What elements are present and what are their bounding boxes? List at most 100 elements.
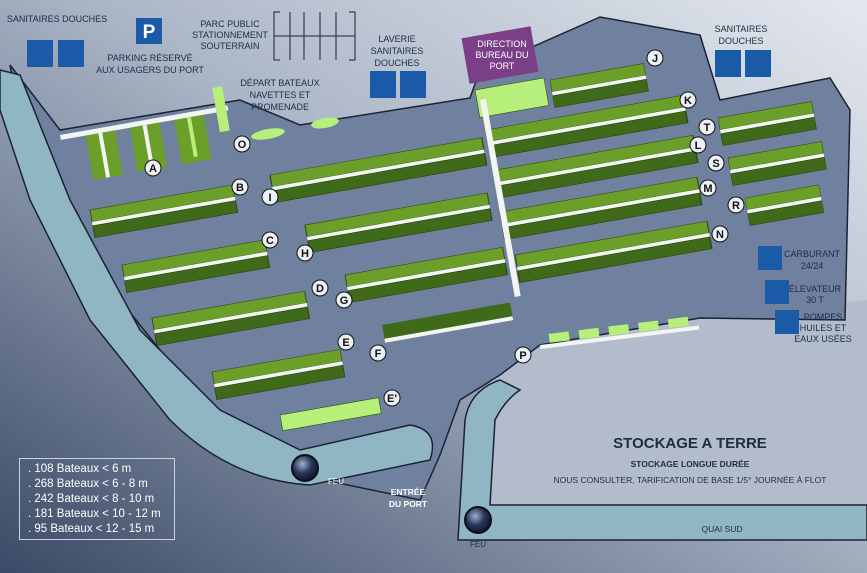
parking-reserve: P PARKING RÉSERVÉ AUX USAGERS DU PORT — [96, 18, 204, 75]
parking-icon — [136, 18, 162, 44]
svg-text:PARKING RÉSERVÉ: PARKING RÉSERVÉ — [107, 53, 192, 63]
svg-text:B: B — [236, 182, 244, 194]
svg-text:P: P — [519, 350, 526, 362]
svg-text:STATIONNEMENT: STATIONNEMENT — [192, 30, 268, 40]
svg-text:AUX USAGERS DU PORT: AUX USAGERS DU PORT — [96, 65, 204, 75]
pontoon-label-e-prime: E' — [383, 389, 401, 407]
svg-text:24/24: 24/24 — [801, 261, 824, 271]
quai-sud-label: QUAI SUD — [701, 524, 742, 534]
shower-icon — [400, 71, 426, 98]
elevateur: ÉLEVATEUR 30 T — [765, 280, 842, 305]
svg-text:E: E — [342, 337, 349, 349]
legend-item: . 268 Bateaux < 6 - 8 m — [28, 478, 148, 490]
svg-text:A: A — [149, 163, 157, 175]
toilets-icon — [370, 71, 396, 98]
svg-text:F: F — [375, 348, 382, 360]
pontoon-label-f: F — [369, 344, 387, 362]
svg-text:SANITAIRES DOUCHES: SANITAIRES DOUCHES — [7, 14, 107, 24]
svg-text:DIRECTION: DIRECTION — [477, 39, 527, 49]
svg-text:K: K — [684, 95, 692, 107]
svg-text:DÉPART BATEAUX: DÉPART BATEAUX — [240, 78, 319, 88]
svg-text:O: O — [238, 139, 247, 151]
breakwater-channel-right — [457, 379, 867, 541]
capacity-legend: . 108 Bateaux < 6 m . 268 Bateaux < 6 - … — [19, 458, 175, 540]
svg-text:EAUX USÉES: EAUX USÉES — [794, 334, 852, 344]
svg-text:CARBURANT: CARBURANT — [784, 249, 841, 259]
pontoon-label-n: N — [711, 225, 729, 243]
pontoon-label-i: I — [261, 188, 279, 206]
pontoon-label-a: A — [144, 159, 162, 177]
parking-garage-icon — [273, 11, 356, 61]
svg-text:L: L — [695, 140, 702, 152]
pontoon-label-o: O — [233, 135, 251, 153]
svg-text:ÉLEVATEUR: ÉLEVATEUR — [789, 284, 842, 294]
pontoon-label-m: M — [699, 179, 717, 197]
feu-left-icon — [291, 454, 319, 482]
shower-icon — [745, 50, 771, 77]
svg-text:I: I — [268, 192, 271, 204]
pontoon-label-p: P — [514, 346, 532, 364]
pontoon-label-k: K — [679, 91, 697, 109]
svg-text:J: J — [652, 53, 658, 65]
entree-line1: ENTRÉE — [391, 487, 426, 497]
storage-subtitle: STOCKAGE LONGUE DURÉE — [631, 459, 750, 469]
sanitaires-right: SANITAIRES DOUCHES — [715, 24, 771, 77]
legend-item: . 242 Bateaux < 8 - 10 m — [28, 493, 155, 505]
svg-text:PARC PUBLIC: PARC PUBLIC — [200, 19, 260, 29]
legend-item: . 181 Bateaux < 10 - 12 m — [28, 508, 161, 520]
svg-text:T: T — [704, 122, 711, 134]
legend-item: . 108 Bateaux < 6 m — [28, 463, 132, 475]
svg-text:R: R — [732, 200, 740, 212]
svg-text:SANITAIRES: SANITAIRES — [371, 46, 424, 56]
svg-text:30 T: 30 T — [806, 295, 824, 305]
toilets-icon — [715, 50, 741, 77]
parc-public: PARC PUBLIC STATIONNEMENT SOUTERRAIN — [192, 11, 356, 61]
legend-item: . 95 Bateaux < 12 - 15 m — [28, 523, 155, 535]
storage-note: NOUS CONSULTER, TARIFICATION DE BASE 1/5… — [554, 475, 827, 485]
shower-icon — [58, 40, 84, 67]
sanitaires-left: SANITAIRES DOUCHES — [7, 14, 107, 67]
svg-text:P: P — [143, 22, 156, 43]
pontoon-label-h: H — [296, 244, 314, 262]
pontoon-label-b: B — [231, 178, 249, 196]
feu-right-label: FEU — [470, 540, 486, 549]
svg-text:H: H — [301, 248, 309, 260]
svg-text:C: C — [266, 235, 274, 247]
svg-text:POMPES: POMPES — [804, 312, 843, 322]
svg-text:S: S — [712, 158, 719, 170]
pompes: POMPES HUILES ET EAUX USÉES — [775, 310, 852, 344]
pontoon-label-e: E — [337, 333, 355, 351]
svg-text:LAVERIE: LAVERIE — [378, 34, 415, 44]
fuel-pump-icon — [758, 246, 782, 270]
depart-bateaux: DÉPART BATEAUX NAVETTES ET PROMENADE — [240, 78, 319, 112]
svg-text:PORT: PORT — [490, 61, 515, 71]
carburant: CARBURANT 24/24 — [758, 246, 840, 271]
pontoon-label-g: G — [335, 291, 353, 309]
crane-icon — [765, 280, 789, 304]
pontoon-label-r: R — [727, 196, 745, 214]
laverie: LAVERIE SANITAIRES DOUCHES — [370, 34, 426, 98]
pontoon-label-d: D — [311, 279, 329, 297]
entree-line2: DU PORT — [389, 499, 428, 509]
svg-text:G: G — [340, 295, 349, 307]
pontoon-label-s: S — [707, 154, 725, 172]
direction-bureau: DIRECTION BUREAU DU PORT — [461, 26, 539, 84]
svg-text:M: M — [703, 183, 712, 195]
svg-text:BUREAU DU: BUREAU DU — [475, 50, 528, 60]
feu-left-label: FEU — [328, 477, 344, 486]
feu-right-icon — [464, 506, 492, 534]
svg-text:HUILES ET: HUILES ET — [800, 323, 847, 333]
pontoon-label-c: C — [261, 231, 279, 249]
svg-text:SOUTERRAIN: SOUTERRAIN — [200, 41, 259, 51]
svg-text:DOUCHES: DOUCHES — [374, 58, 419, 68]
breakwater-channel-left — [0, 69, 434, 486]
svg-text:DOUCHES: DOUCHES — [718, 36, 763, 46]
storage-title: STOCKAGE A TERRE — [613, 435, 767, 452]
svg-text:D: D — [316, 283, 324, 295]
svg-text:NAVETTES ET: NAVETTES ET — [250, 90, 311, 100]
svg-text:PROMENADE: PROMENADE — [251, 102, 309, 112]
jerrycan-icon — [775, 310, 799, 334]
toilets-icon — [27, 40, 53, 67]
pontoon-label-l: L — [689, 136, 707, 154]
